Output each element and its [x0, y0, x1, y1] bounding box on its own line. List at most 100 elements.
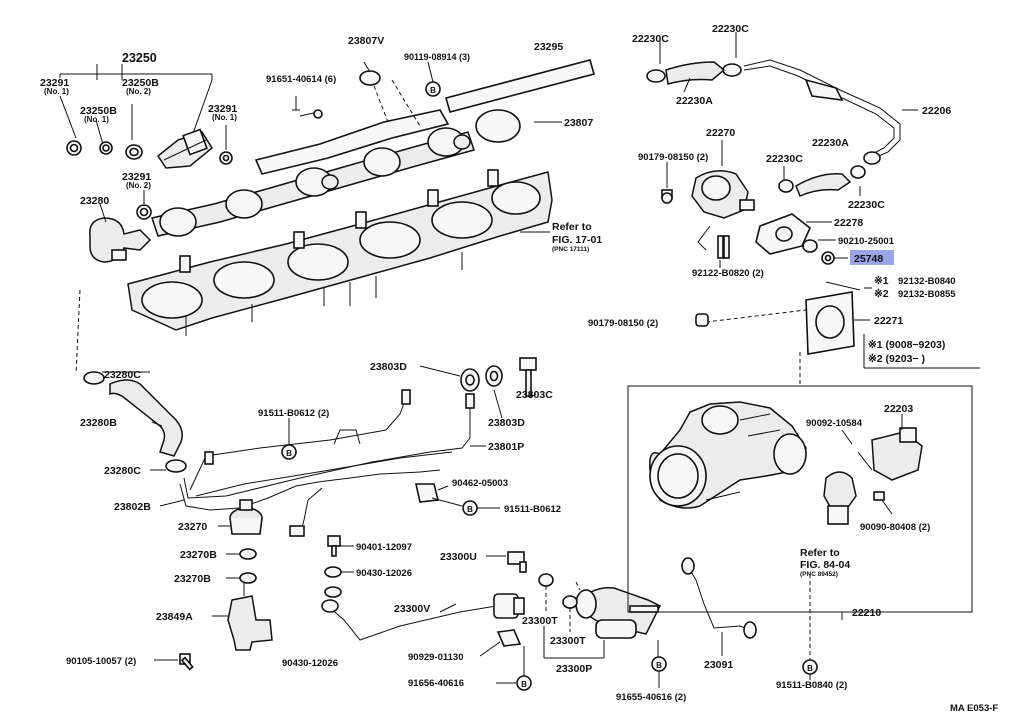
- label-90929: 90929-01130: [408, 652, 463, 663]
- label-23300t-b: 23300T: [550, 635, 586, 647]
- regulator-23270[interactable]: [229, 499, 263, 535]
- label-fig-84-04: FIG. 84-04: [800, 559, 850, 571]
- label-23270b-b: 23270B: [174, 573, 211, 585]
- bolt-90105[interactable]: [179, 653, 194, 671]
- gasket-90430-2[interactable]: [324, 586, 342, 598]
- bracket-23807v[interactable]: [359, 61, 381, 86]
- label-90179-a: 90179-08150 (2): [638, 152, 708, 163]
- label-23849a: 23849A: [156, 611, 193, 623]
- clip-90462[interactable]: [415, 483, 449, 503]
- label-22230a-b: 22230A: [812, 137, 849, 149]
- label-90179-b: 90179-08150 (2): [588, 318, 658, 329]
- union-23803d-2[interactable]: [485, 365, 503, 387]
- switch-22203[interactable]: [871, 427, 923, 481]
- stud-92122[interactable]: [717, 235, 730, 259]
- pipe-22206[interactable]: [743, 59, 901, 165]
- label-23802b: 23802B: [114, 501, 151, 513]
- clamp-22230c-d[interactable]: [850, 165, 866, 179]
- label-91651: 91651-40614 (6): [266, 74, 336, 85]
- bracket-23849a[interactable]: [227, 595, 273, 651]
- bolt-90179-b[interactable]: [695, 313, 709, 327]
- label-23803d-a: 23803D: [370, 361, 407, 373]
- svg-text:(PNC 17111): (PNC 17111): [552, 246, 589, 253]
- injector-group: [59, 64, 233, 220]
- o-ring-23291-3[interactable]: [136, 204, 152, 220]
- svg-text:(No. 1): (No. 1): [212, 113, 237, 122]
- note-2: ※2 (9203− ): [868, 353, 925, 365]
- hose-23091[interactable]: [681, 557, 757, 639]
- valve-22270[interactable]: [691, 170, 755, 251]
- clamp-23280c-2[interactable]: [165, 459, 187, 473]
- clamp-23280c-1[interactable]: [83, 371, 105, 385]
- clamp-22230c-c[interactable]: [778, 179, 794, 193]
- clamp-90929[interactable]: [479, 629, 522, 657]
- gasket-22271[interactable]: [805, 291, 855, 355]
- bolt-90401[interactable]: [327, 535, 341, 557]
- gasket-90430-1[interactable]: [324, 566, 342, 578]
- o-ring-23291-1[interactable]: [66, 140, 82, 156]
- sensor-throttle-position[interactable]: [823, 471, 857, 525]
- label-23801p: 23801P: [488, 441, 524, 453]
- hose-22230a-a[interactable]: [665, 61, 726, 85]
- svg-text:(PNC 89452): (PNC 89452): [800, 571, 838, 578]
- grommet-23250b-1[interactable]: [99, 141, 113, 155]
- bolt-90179-a[interactable]: [661, 189, 673, 204]
- label-22271: 22271: [874, 315, 903, 327]
- bolt-92132[interactable]: [825, 281, 861, 291]
- label-23270: 23270: [178, 521, 207, 533]
- label-91511-b0840: 91511-B0840 (2): [776, 680, 847, 691]
- label-91511-b0612-a: 91511-B0612 (2): [258, 408, 329, 419]
- screw-90090[interactable]: [873, 491, 885, 501]
- gasket-22278[interactable]: [755, 213, 811, 255]
- svg-text:(No. 1): (No. 1): [84, 115, 109, 124]
- gasket-90210[interactable]: [802, 239, 818, 253]
- intake-manifold[interactable]: [127, 169, 553, 336]
- union-23803d-1[interactable]: [460, 368, 480, 392]
- pipe-23300v[interactable]: [321, 593, 525, 641]
- label-91656: 91656-40616: [408, 678, 464, 689]
- note-1: ※1 (9008−9203): [868, 339, 945, 351]
- clamp-22230c-a[interactable]: [646, 69, 666, 83]
- svg-text:(No. 1): (No. 1): [44, 87, 69, 96]
- label-23270b-a: 23270B: [180, 549, 217, 561]
- label-90119: 90119-08914 (3): [404, 52, 470, 62]
- svg-text:B: B: [467, 505, 473, 514]
- injector-23250[interactable]: [156, 128, 213, 169]
- label-23803d-b: 23803D: [488, 417, 525, 429]
- label-23300u: 23300U: [440, 551, 477, 563]
- label-92132-a: 92132-B0840: [898, 276, 956, 287]
- label-22230c-a: 22230C: [632, 33, 669, 45]
- b-mark-1: B: [425, 81, 441, 97]
- valve-23280[interactable]: [89, 203, 152, 263]
- grommet-23250b-2[interactable]: [125, 144, 143, 160]
- clamp-22230c-b[interactable]: [722, 63, 742, 77]
- label-90105: 90105-10057 (2): [66, 656, 136, 667]
- label-23250b-a: 23250B: [122, 77, 159, 89]
- label-90210: 90210-25001: [838, 236, 895, 247]
- hose-22230a-b[interactable]: [795, 173, 852, 198]
- pipe-23801p[interactable]: [183, 389, 486, 499]
- gasket-23270b-2[interactable]: [239, 572, 257, 584]
- hose-23280b[interactable]: [109, 379, 183, 457]
- label-90401: 90401-12097: [356, 542, 412, 553]
- fuel-filter-23300p[interactable]: [575, 586, 662, 639]
- throttle-body-22210[interactable]: [648, 401, 807, 509]
- label-23295: 23295: [534, 41, 563, 53]
- union-23300u[interactable]: [507, 551, 527, 573]
- highlight-25748: [850, 250, 894, 265]
- gasket-23300t-1[interactable]: [538, 573, 554, 587]
- label-90092: 90092-10584: [806, 418, 863, 429]
- label-23280c-a: 23280C: [104, 369, 141, 381]
- labels: 23250 23291 (No. 1) 23250B (No. 2) 23250…: [40, 23, 998, 714]
- bolt-23803c[interactable]: [519, 357, 537, 397]
- svg-text:B: B: [807, 664, 813, 673]
- gasket-23300t-2[interactable]: [562, 595, 578, 609]
- label-22206: 22206: [922, 105, 951, 117]
- o-ring-23291-2[interactable]: [219, 151, 233, 165]
- clip-91651[interactable]: [292, 96, 323, 119]
- label-90462: 90462-05003: [452, 478, 508, 489]
- label-22270: 22270: [706, 127, 735, 139]
- gasket-23270b-1[interactable]: [239, 548, 257, 560]
- o-ring-25748[interactable]: [821, 251, 835, 265]
